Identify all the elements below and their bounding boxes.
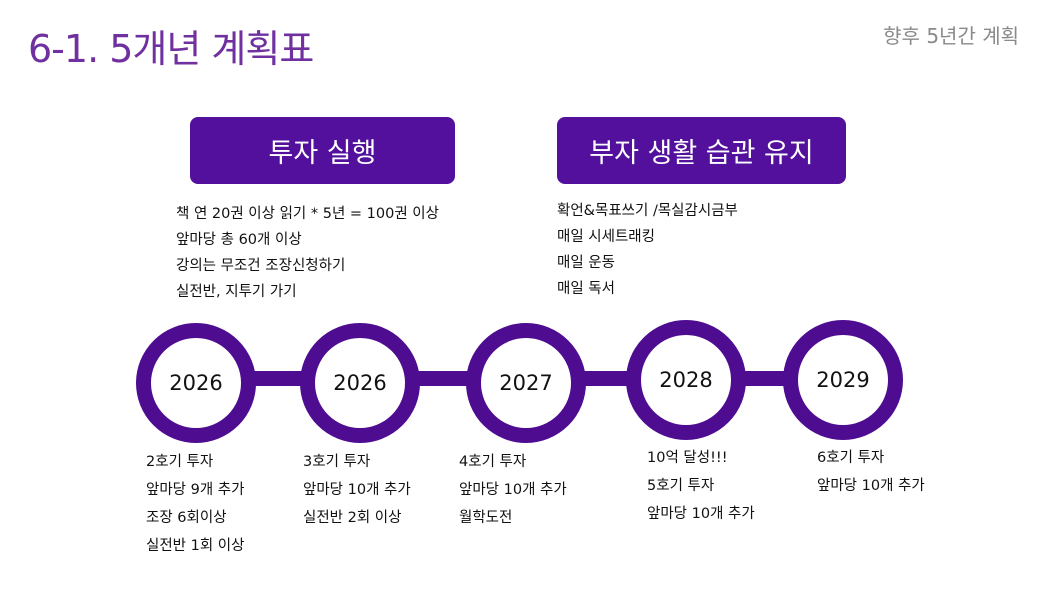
list-item: 강의는 무조건 조장신청하기	[176, 258, 346, 274]
milestone-list: 10억 달성!!! 5호기 투자 앞마당 10개 추가	[647, 444, 755, 528]
list-item: 10억 달성!!!	[647, 450, 728, 466]
year-circle: 2028	[626, 320, 746, 440]
invest-header-box: 투자 실행	[190, 117, 455, 184]
invest-list: 책 연 20권 이상 읽기 * 5년 = 100권 이상 앞마당 총 60개 이…	[176, 201, 439, 305]
habit-header-box: 부자 생활 습관 유지	[557, 117, 846, 184]
year-circle: 2027	[466, 323, 586, 443]
list-item: 앞마당 10개 추가	[817, 478, 925, 494]
list-item: 실전반 2회 이상	[303, 510, 402, 526]
milestone-list: 4호기 투자 앞마당 10개 추가 월학도전	[459, 448, 567, 532]
list-item: 책 연 20권 이상 읽기 * 5년 = 100권 이상	[176, 206, 439, 222]
list-item: 월학도전	[459, 510, 513, 526]
year-circle: 2029	[783, 320, 903, 440]
list-item: 4호기 투자	[459, 454, 527, 470]
milestone-list: 3호기 투자 앞마당 10개 추가 실전반 2회 이상	[303, 448, 411, 532]
page-title: 6-1. 5개년 계획표	[28, 27, 314, 71]
list-item: 매일 독서	[557, 281, 615, 297]
timeline-connector	[405, 371, 485, 386]
list-item: 확언&목표쓰기 /목실감시금부	[557, 203, 738, 219]
list-item: 5호기 투자	[647, 478, 715, 494]
milestone-list: 6호기 투자 앞마당 10개 추가	[817, 444, 925, 500]
list-item: 3호기 투자	[303, 454, 371, 470]
list-item: 앞마당 10개 추가	[647, 506, 755, 522]
list-item: 앞마당 9개 추가	[146, 482, 245, 498]
list-item: 6호기 투자	[817, 450, 885, 466]
list-item: 매일 시세트래킹	[557, 229, 655, 245]
habit-list: 확언&목표쓰기 /목실감시금부 매일 시세트래킹 매일 운동 매일 독서	[557, 198, 738, 302]
list-item: 실전반, 지투기 가기	[176, 284, 297, 300]
list-item: 앞마당 총 60개 이상	[176, 232, 302, 248]
list-item: 매일 운동	[557, 255, 615, 271]
year-circle: 2026	[300, 323, 420, 443]
list-item: 앞마당 10개 추가	[459, 482, 567, 498]
year-circle: 2026	[136, 323, 256, 443]
list-item: 조장 6회이상	[146, 510, 227, 526]
milestone-list: 2호기 투자 앞마당 9개 추가 조장 6회이상 실전반 1회 이상	[146, 448, 244, 560]
list-item: 2호기 투자	[146, 454, 214, 470]
page-subtitle: 향후 5년간 계획	[883, 24, 1019, 48]
list-item: 실전반 1회 이상	[146, 538, 245, 554]
list-item: 앞마당 10개 추가	[303, 482, 411, 498]
